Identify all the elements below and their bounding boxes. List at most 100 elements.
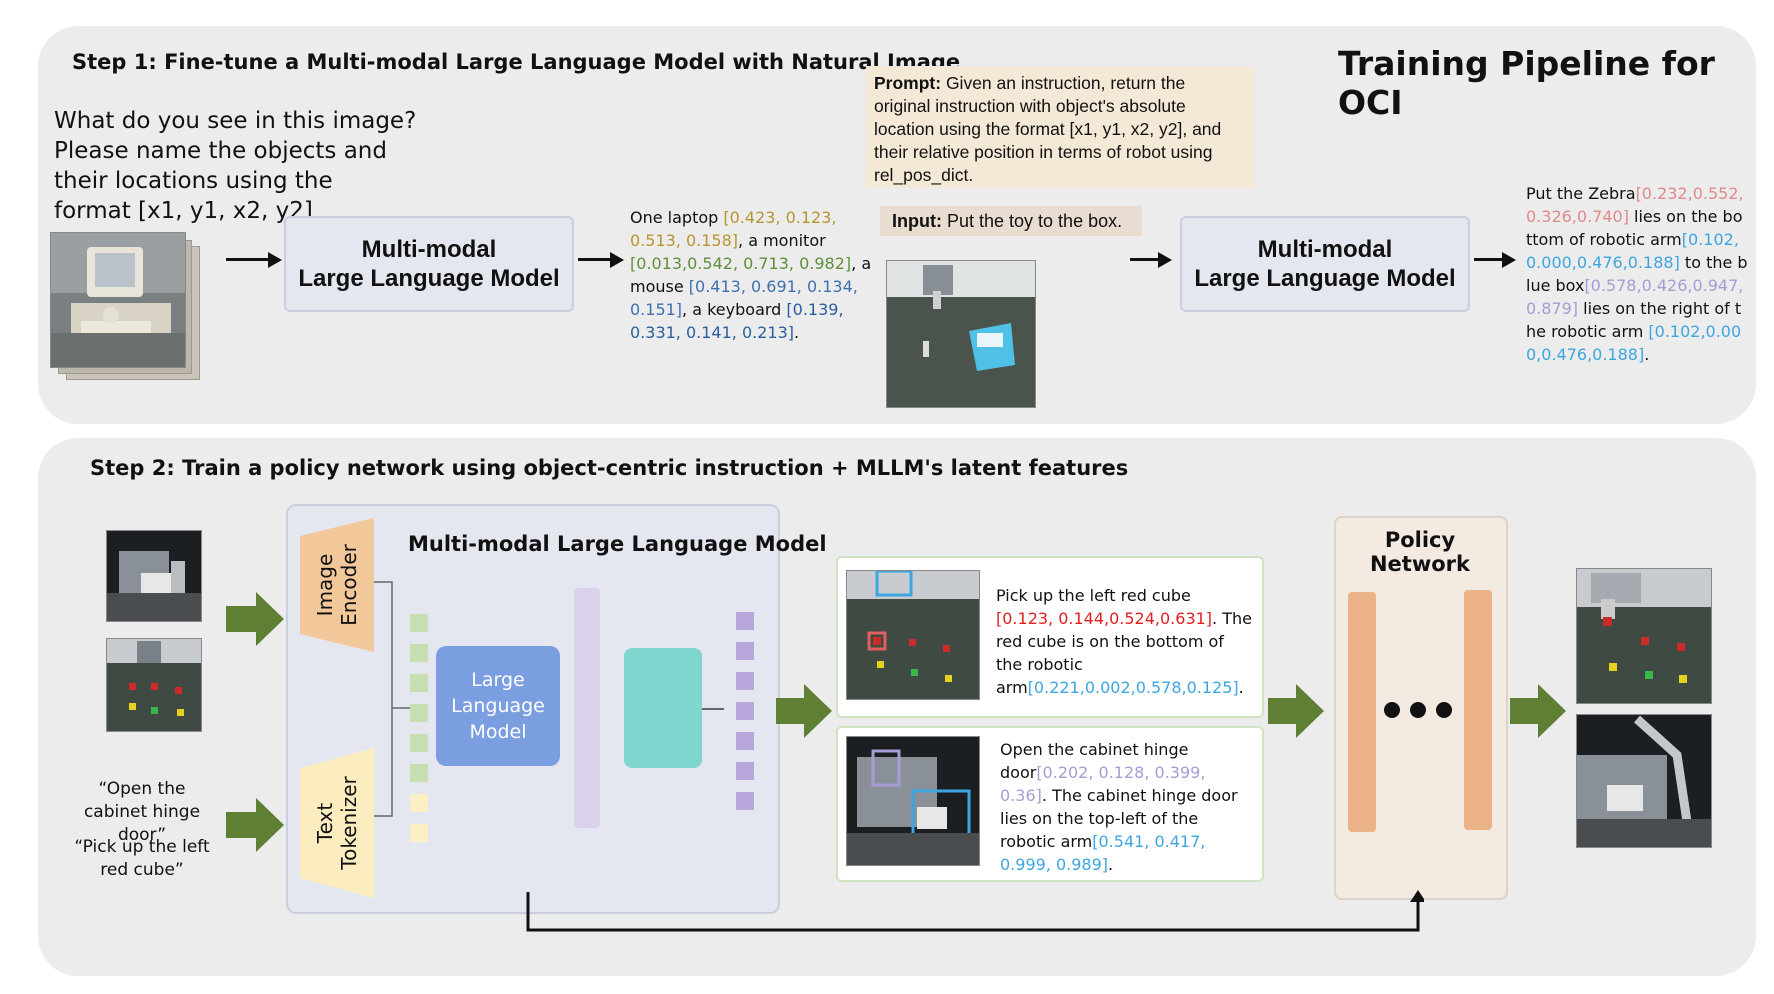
robot-image [886,260,1036,408]
mllm2-label-line1: Multi-modal [1257,236,1393,263]
question-line: format [x1, y1, x2, y2] [54,198,313,224]
latent-bar [574,588,600,828]
question-text: What do you see in this image? Please na… [54,106,416,226]
page-title: Training Pipeline for OCI [1338,44,1715,122]
text-segment: . The red cube is on the bottom of the r… [996,609,1252,697]
text-segment: [0.202, 0.128, 0.399, 0.36] [1000,763,1206,805]
image-encoder [300,518,374,652]
arrow-head [268,252,282,268]
arrow-head [1158,252,1172,268]
output-text: Put the Zebra[0.232,0.552,0.326,0.740] l… [1526,182,1748,366]
green-arrow [226,592,284,646]
cubes-input-image [106,638,202,732]
text-tokenizer [300,748,374,898]
image-token-cell [410,644,428,662]
policy-bar-left [1348,592,1376,832]
prompt-text: Given an instruction, return the origina… [874,73,1222,185]
text-segment: One laptop [630,208,724,227]
feature-feedback-arrow [526,890,1424,932]
text-segment: . [1238,678,1244,697]
text-segment: [0.123, 0.144,0.524,0.631] [996,609,1213,628]
arrow-line [578,258,612,261]
question-line: Please name the objects and [54,138,387,164]
arrow-head [1502,252,1516,268]
feature-connector [702,708,724,710]
mllm-container-title: Multi-modal Large Language Model [408,532,827,556]
policy-network-title: Policy Network [1369,528,1470,576]
cubes-output-image [1576,568,1712,704]
arrow-line [1130,258,1160,261]
mllm-label-line1: Multi-modal [361,236,497,263]
prompt-label: Prompt: [874,73,942,93]
policy-dot [1436,702,1452,718]
input-box: Input: Put the toy to the box. [880,206,1142,236]
instruction-2: “Pick up the left red cube” [74,837,210,880]
encoder-connectors [374,581,410,817]
latent-feature-cell [736,762,754,780]
text-tokenizer-label: Text Tokenizer [313,776,361,870]
latent-feature-cell [736,702,754,720]
arrow-line [226,258,270,261]
green-arrow [1510,684,1566,738]
cabinet-annotated-image [846,736,980,866]
answer-text: One laptop [0.423, 0.123, 0.513, 0.158],… [630,206,880,344]
image-token-cell [410,734,428,752]
text-segment: [0.102,0.000,0.476,0.188] [1526,322,1742,364]
policy-dot [1410,702,1426,718]
text-segment: . [794,323,800,342]
latent-feature-cell [736,642,754,660]
image-encoder-label: Image Encoder [313,544,361,626]
policy-bar-right [1464,590,1492,830]
natural-image [50,232,186,368]
text-segment: Pick up the left red cube [996,586,1191,605]
latent-feature-cell [736,732,754,750]
input-text: Put the toy to the box. [941,211,1123,231]
mllm-label-line2: Large Language Model [298,265,560,292]
text-segment: , a keyboard [682,300,787,319]
instruction-1: “Open the cabinet hinge door” [83,779,201,845]
cabinet-input-image [106,530,202,622]
text-segment: [0.221,0.002,0.578,0.125] [1027,678,1239,697]
text-segment: Put the Zebra [1526,184,1636,203]
image-token-cell [410,764,428,782]
text-segment: [0.413, 0.691, 0.134, 0.151] [630,277,858,319]
mllm-box-1: Multi-modal Large Language Model [284,216,574,312]
arrow-head [610,252,624,268]
question-line: What do you see in this image? [54,108,417,134]
green-arrow [776,684,832,738]
text-segment: . [1108,855,1114,874]
text-segment: lies on the bottom of robotic arm [1526,207,1743,249]
llm-line1: Large [471,669,525,691]
step1-heading: Step 1: Fine-tune a Multi-modal Large La… [72,50,961,74]
latent-feature-cell [736,792,754,810]
cabinet-output-image [1576,714,1712,848]
text-segment: [0.578,0.426,0.947,0.879] [1526,276,1744,318]
text-segment: , a monitor [738,231,826,250]
text-segment: [0.013,0.542, 0.713, 0.982] [630,254,852,273]
green-arrow [226,798,284,852]
text-token-cell [410,824,428,842]
text-segment: , a mouse [630,254,872,296]
text-segment: [0.102,0.000,0.476,0.188] [1526,230,1739,272]
llm-line2: Language [451,695,545,717]
text-segment: [0.541, 0.417, 0.999, 0.989] [1000,832,1206,874]
box1-text: Pick up the left red cube [0.123, 0.144,… [996,584,1252,699]
policy-dot [1384,702,1400,718]
text-token-cell [410,794,428,812]
green-arrow [1268,684,1324,738]
input-label: Input: [892,211,942,231]
text-segment: [0.232,0.552,0.326,0.740] [1526,184,1744,226]
latent-feature-cell [736,672,754,690]
prompt-box: Prompt: Given an instruction, return the… [866,66,1254,188]
mllm2-label-line2: Large Language Model [1194,265,1456,292]
arrow-line [1474,258,1504,261]
text-segment: [0.139, 0.331, 0.141, 0.213] [630,300,844,342]
text-segment: to the blue box [1526,253,1748,295]
question-line: their locations using the [54,168,333,194]
image-token-cell [410,614,428,632]
latent-feature-cell [736,612,754,630]
image-token-cell [410,674,428,692]
llm-line3: Model [469,721,527,743]
text-segment: [0.423, 0.123, 0.513, 0.158] [630,208,837,250]
